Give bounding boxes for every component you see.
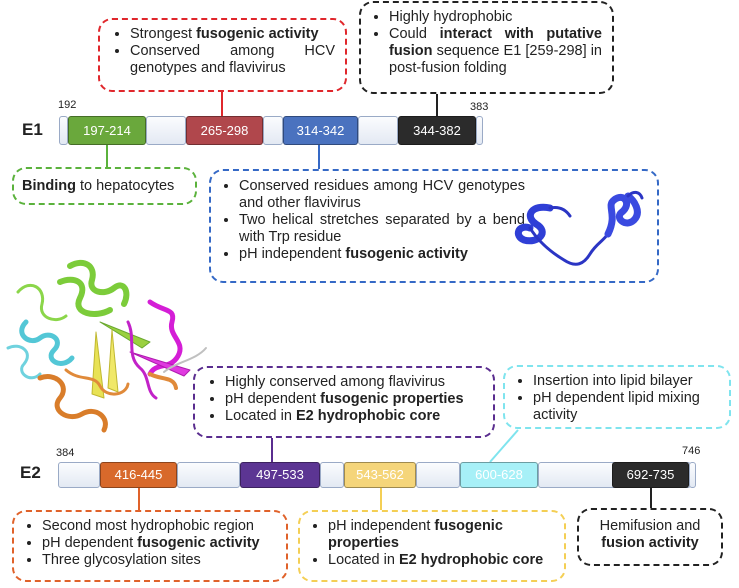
callout-item: Located in E2 hydrophobic core	[328, 552, 558, 569]
callout-item: Located in E2 hydrophobic core	[225, 408, 487, 425]
e1-black-callout: Highly hydrophobic Could interact with p…	[359, 1, 614, 94]
e2-segment-600-628: 600-628	[460, 462, 538, 488]
e1-end-number: 383	[470, 101, 489, 113]
e2-cyan-callout: Insertion into lipid bilayer pH dependen…	[503, 365, 731, 429]
callout-item: Three glycosylation sites	[42, 552, 280, 569]
e1-red-connector	[221, 92, 223, 116]
callout-item: Strongest fusogenic activity	[130, 26, 335, 43]
callout-item: Highly conserved among flavivirus	[225, 374, 487, 391]
e2-orange-connector	[138, 488, 140, 510]
callout-item: Insertion into lipid bilayer	[533, 373, 723, 390]
callout-item: pH independent fusogenic properties	[328, 518, 558, 552]
e2-bar-gap	[177, 462, 240, 488]
e2-segment-692-735-block: 692-735	[612, 462, 689, 488]
e1-bar-gap	[146, 116, 186, 145]
callout-item: Second most hydrophobic region	[42, 518, 280, 535]
e2-bar-gap	[320, 462, 344, 488]
e2-dark-callout: Hemifusion and fusion activity	[577, 508, 723, 566]
e1-green-connector	[106, 145, 108, 167]
e1-start-number: 192	[58, 99, 77, 111]
e2-yellow-callout: pH independent fusogenic properties Loca…	[298, 510, 566, 582]
callout-item: pH independent fusogenic activity	[239, 246, 525, 263]
e2-cyan-connector	[489, 429, 519, 463]
e2-orange-callout: Second most hydrophobic region pH depend…	[12, 510, 288, 582]
e2-purple-connector	[271, 438, 273, 462]
e1-blue-connector	[318, 145, 320, 169]
e1-red-callout: Strongest fusogenic activity Conserved a…	[98, 18, 347, 92]
e1-bar-gap	[263, 116, 283, 145]
e1-segment-265-298: 265-298	[186, 116, 263, 145]
e2-end-number: 746	[682, 445, 701, 457]
callout-item: pH dependent fusogenic activity	[42, 535, 280, 552]
e1-segment-344-382: 344-382	[398, 116, 476, 145]
e2-label: E2	[20, 463, 41, 482]
e1-bar-cap-right	[476, 116, 483, 145]
e1-segment-314-342: 314-342	[283, 116, 358, 145]
callout-item: pH dependent fusogenic properties	[225, 391, 487, 408]
callout-item: Conserved among HCV genotypes and flaviv…	[130, 43, 335, 77]
e1-bar-cap-left	[59, 116, 68, 145]
e2-bar-gap	[416, 462, 460, 488]
e1-blue-callout: Conserved residues among HCV genotypes a…	[209, 169, 659, 283]
callout-item: Conserved residues among HCV genotypes a…	[239, 178, 525, 212]
e1-bar-gap	[358, 116, 398, 145]
e1-black-connector	[436, 94, 438, 116]
e2-yellow-connector	[380, 488, 382, 510]
e2-bar-cap-right	[689, 462, 696, 488]
callout-item: Two helical stretches separated by a ben…	[239, 212, 525, 246]
e2-protein-structure-image	[6, 259, 207, 433]
e1-label: E1	[22, 120, 43, 139]
e2-dark-connector	[650, 488, 652, 508]
e1-segment-197-214: 197-214	[68, 116, 146, 145]
callout-item: Binding to hepatocytes	[22, 178, 175, 194]
e2-bar-cap-left	[58, 462, 100, 488]
e1-green-callout: Binding to hepatocytes	[12, 167, 197, 205]
callout-item: Could interact with putative fusion sequ…	[389, 26, 602, 77]
e2-purple-callout: Highly conserved among flavivirus pH dep…	[193, 366, 495, 438]
e2-segment-543-562: 543-562	[344, 462, 416, 488]
callout-item: Hemifusion and fusion activity	[599, 518, 701, 551]
e2-segment-497-533: 497-533	[240, 462, 320, 488]
e2-start-number: 384	[56, 447, 75, 459]
e1-helix-structure-image	[514, 190, 644, 266]
e2-segment-416-445: 416-445	[100, 462, 177, 488]
callout-item: Highly hydrophobic	[389, 9, 602, 26]
callout-item: pH dependent lipid mixing activity	[533, 390, 723, 424]
